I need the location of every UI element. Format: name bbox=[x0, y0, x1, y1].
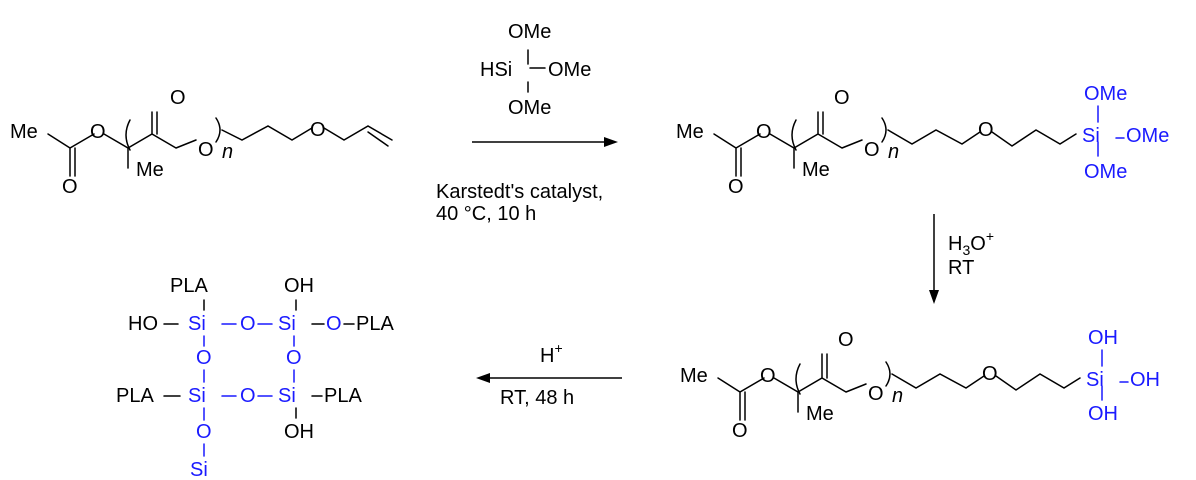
o-bridge-3: O bbox=[240, 385, 256, 407]
o-vertical-1: O bbox=[196, 347, 212, 369]
silanol-oh-bottom: OH bbox=[1088, 403, 1118, 425]
ho-left: HO bbox=[128, 313, 158, 335]
atom-o-ester: O bbox=[90, 121, 106, 143]
reagent-ome-bottom: OMe bbox=[508, 97, 551, 119]
atom-o-ether: O bbox=[982, 363, 998, 385]
repeat-n: n bbox=[892, 385, 903, 407]
si-1: Si bbox=[188, 313, 206, 335]
si-4: Si bbox=[278, 385, 296, 407]
atom-me-side: Me bbox=[136, 159, 164, 181]
product-siloxane-network: PLA OH HO Si O Si O PLA O O PLA Si O Si … bbox=[116, 275, 394, 480]
si-5: Si bbox=[190, 459, 208, 480]
si-2: Si bbox=[278, 313, 296, 335]
silanol-oh-right: OH bbox=[1130, 369, 1160, 391]
atom-o-link: O bbox=[864, 139, 880, 161]
oh-top-right: OH bbox=[284, 275, 314, 297]
atom-me-side: Me bbox=[802, 159, 830, 181]
pla-right-2: PLA bbox=[324, 385, 362, 407]
atom-o-ether: O bbox=[978, 119, 994, 141]
molecule-allyl-pla: Me O O O Me O n O bbox=[10, 87, 393, 198]
o-bridge-1: O bbox=[240, 313, 256, 335]
atom-me: Me bbox=[10, 121, 38, 143]
si-3: Si bbox=[188, 385, 206, 407]
atom-me: Me bbox=[680, 365, 708, 387]
pla-right-1: PLA bbox=[356, 313, 394, 335]
reaction-step-3: H+ RT, 48 h bbox=[476, 340, 622, 409]
silyl-ome-top: OMe bbox=[1084, 83, 1127, 105]
atom-o-carbonyl: O bbox=[732, 420, 748, 442]
atom-o-carbonyl-top: O bbox=[834, 87, 850, 109]
atom-o-link: O bbox=[198, 139, 214, 161]
oh-bottom: OH bbox=[284, 421, 314, 443]
atom-me-side: Me bbox=[806, 403, 834, 425]
reagent-ome-top: OMe bbox=[508, 21, 551, 43]
silanol-si: Si bbox=[1086, 369, 1104, 391]
pla-top-left: PLA bbox=[170, 275, 208, 297]
arrowhead-2 bbox=[929, 290, 939, 304]
reagent-hsi: HSi bbox=[480, 59, 512, 81]
atom-me: Me bbox=[676, 121, 704, 143]
atom-o-link: O bbox=[868, 383, 884, 405]
atom-o-ester: O bbox=[760, 365, 776, 387]
molecule-trimethoxysilyl-pla: Me O O O Me O n O OMe Si OMe OMe bbox=[676, 83, 1169, 198]
conditions-label-3: RT, 48 h bbox=[500, 387, 574, 409]
conditions-label-2: RT bbox=[948, 257, 974, 279]
reagent-ome-right: OMe bbox=[548, 59, 591, 81]
silyl-si: Si bbox=[1082, 125, 1100, 147]
repeat-n: n bbox=[222, 141, 233, 163]
atom-o-ester: O bbox=[756, 121, 772, 143]
reaction-step-1: OMe HSi OMe OMe Karstedt's catalyst, 40 … bbox=[436, 21, 618, 225]
o-vertical-2: O bbox=[286, 347, 302, 369]
arrowhead-1 bbox=[604, 137, 618, 147]
catalyst-label: Karstedt's catalyst, bbox=[436, 181, 603, 203]
arrowhead-3 bbox=[476, 373, 490, 383]
atom-o-carbonyl-top: O bbox=[838, 329, 854, 351]
atom-o-carbonyl: O bbox=[62, 176, 78, 198]
o-vertical-3: O bbox=[196, 421, 212, 443]
atom-o-carbonyl: O bbox=[728, 176, 744, 198]
silyl-ome-bottom: OMe bbox=[1084, 161, 1127, 183]
conditions-label-1: 40 °C, 10 h bbox=[436, 203, 536, 225]
silanol-oh-top: OH bbox=[1088, 327, 1118, 349]
atom-o-carbonyl-top: O bbox=[170, 87, 186, 109]
silyl-ome-right: OMe bbox=[1126, 125, 1169, 147]
reagent-h3o: H3O+ bbox=[948, 228, 994, 258]
atom-o-ether: O bbox=[310, 119, 326, 141]
o-bridge-2: O bbox=[326, 313, 342, 335]
repeat-n: n bbox=[888, 141, 899, 163]
reaction-step-2: H3O+ RT bbox=[929, 214, 994, 304]
reagent-h-plus: H+ bbox=[540, 340, 563, 367]
pla-left: PLA bbox=[116, 385, 154, 407]
molecule-trihydroxysilyl-pla: Me O O O Me O n O OH Si OH OH bbox=[680, 327, 1160, 442]
